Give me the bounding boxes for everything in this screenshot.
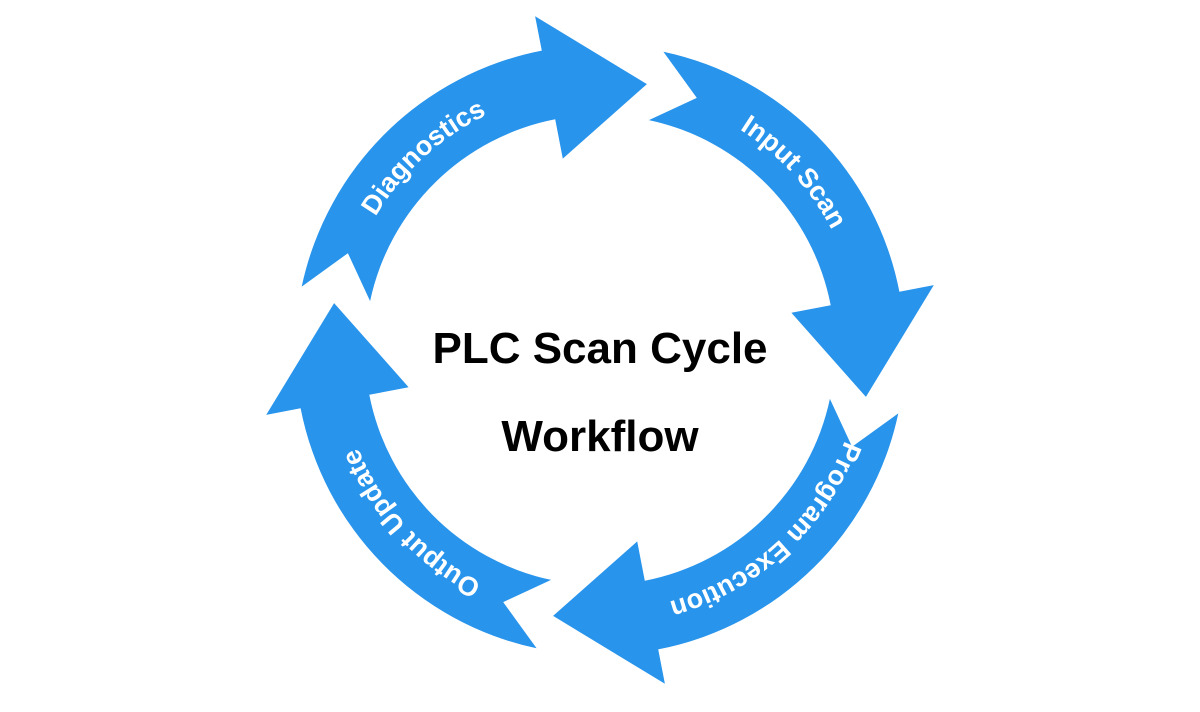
title-line-1: PLC Scan Cycle [432, 324, 768, 373]
arrow-program-execution [553, 398, 899, 684]
title-line-2: Workflow [501, 412, 699, 461]
arrow-diagnostics [301, 16, 647, 302]
arrow-input-scan [648, 51, 934, 397]
arrow-output-update [266, 303, 552, 649]
diagram-title: PLC Scan Cycle Workflow [380, 305, 820, 481]
